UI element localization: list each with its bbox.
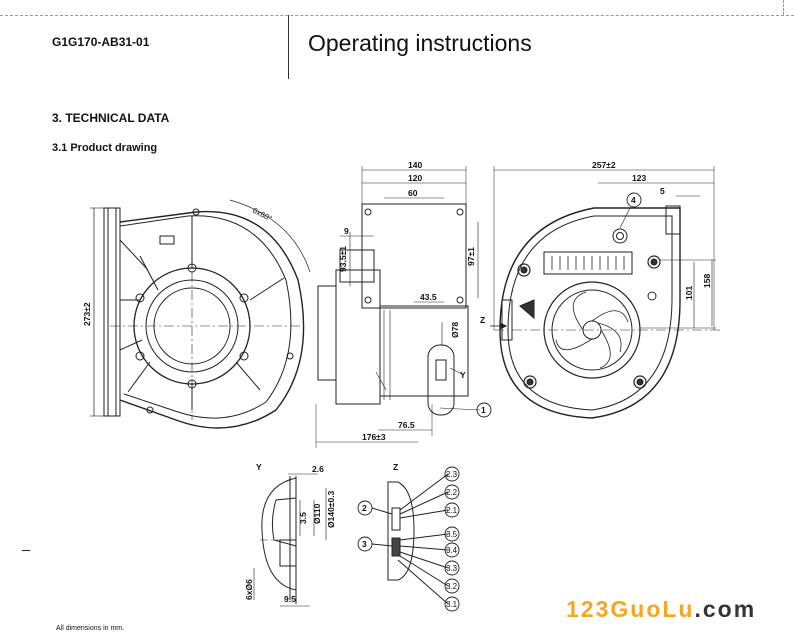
subsection-heading: 3.1 Product drawing: [52, 142, 158, 154]
callout-3-3: 3.3: [446, 564, 458, 573]
dim-rear-5: 5: [660, 186, 665, 196]
section-heading: 3. TECHNICAL DATA: [52, 111, 170, 125]
callout-circles: [357, 192, 642, 612]
dim-y-d110: Ø110: [312, 503, 322, 524]
marker-z: Z: [480, 315, 485, 325]
detail-z-view: [371, 473, 449, 605]
dim-front-angle: 6x60°: [251, 206, 273, 224]
page-title: Operating instructions: [308, 30, 532, 56]
callout-3: 3: [362, 539, 367, 549]
footnote: All dimensions in mm.: [56, 625, 125, 632]
dim-side-176: 176±3: [362, 432, 386, 442]
dim-y-9-5: 9.5: [284, 594, 296, 604]
callout-2-3: 2.3: [446, 470, 458, 479]
detail-y-label: Y: [256, 462, 262, 472]
front-view: [90, 199, 311, 429]
dim-y-3-5: 3.5: [298, 512, 308, 524]
dim-rear-158: 158: [702, 274, 712, 288]
callout-3-1: 3.1: [446, 600, 458, 609]
dim-side-d78: Ø78: [450, 322, 460, 338]
marker-y: Y: [460, 370, 466, 380]
callout-2: 2: [362, 503, 367, 513]
dim-side-76: 76.5: [398, 420, 415, 430]
rear-view: [493, 166, 720, 419]
margin-mark: [22, 550, 30, 551]
callout-3-5: 3.5: [446, 530, 458, 539]
callout-2-2: 2.2: [446, 488, 458, 497]
dim-side-43: 43.5: [420, 292, 437, 302]
watermark-domain: .com: [694, 596, 757, 622]
detail-z-label: Z: [393, 462, 398, 472]
dim-y-holes: 6xØ6: [244, 579, 254, 600]
model-number: G1G170-AB31-01: [52, 35, 150, 49]
dim-side-97: 97±1: [466, 247, 476, 266]
dim-rear-101: 101: [684, 286, 694, 300]
detail-y-view: [253, 473, 327, 607]
dim-side-60: 60: [408, 188, 418, 198]
watermark: 123GuoLu.com: [566, 596, 756, 623]
side-view: [315, 166, 508, 448]
dim-side-140: 140: [408, 160, 422, 170]
callout-3-2: 3.2: [446, 582, 458, 591]
dim-y-2-6: 2.6: [312, 464, 324, 474]
callout-4: 4: [631, 195, 636, 205]
callout-2-1: 2.1: [446, 506, 458, 515]
dim-side-120: 120: [408, 173, 422, 183]
dim-y-d140: Ø140±0.3: [326, 490, 336, 528]
callout-3-4: 3.4: [446, 546, 458, 555]
dim-front-height: 273±2: [82, 302, 92, 326]
header-top-rule: [0, 15, 794, 16]
header-separator: [288, 15, 289, 79]
watermark-brand: 123GuoLu: [566, 596, 695, 622]
dim-rear-257: 257±2: [592, 160, 616, 170]
dim-side-93: 93.5±1: [338, 246, 348, 272]
dim-rear-123: 123: [632, 173, 646, 183]
header-corner-rule: [783, 0, 784, 15]
dim-side-9: 9: [344, 226, 349, 236]
callout-1: 1: [481, 405, 486, 415]
